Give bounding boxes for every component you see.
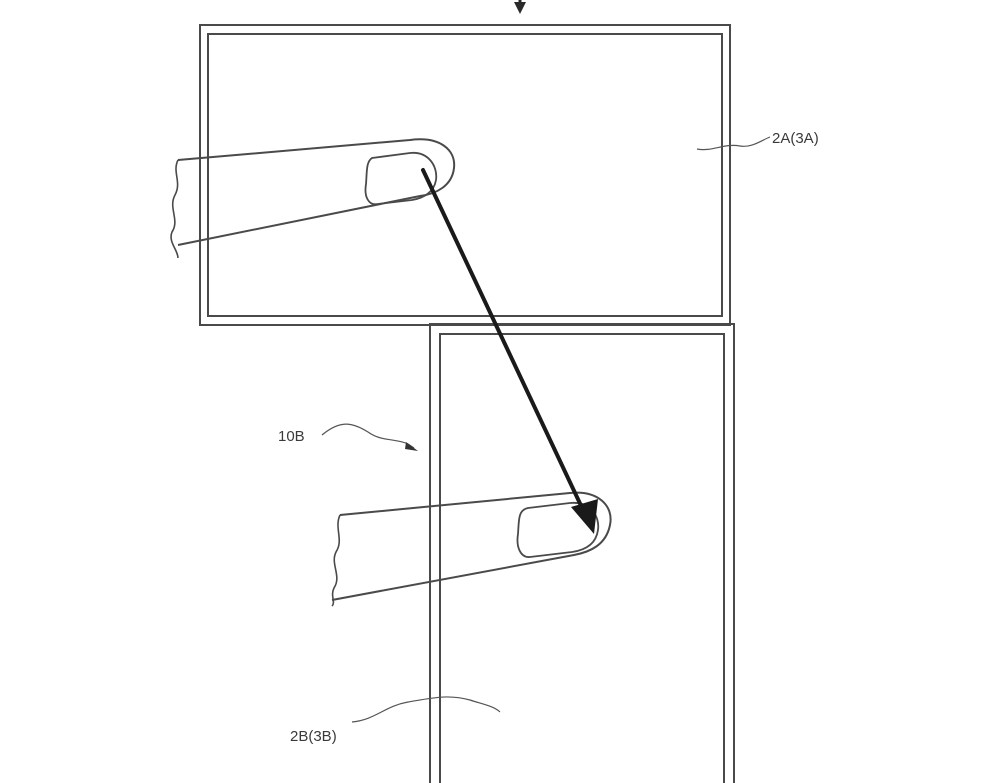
device-leader-line	[322, 424, 414, 448]
upper-finger-icon	[171, 139, 454, 258]
device-leader-arrowhead	[405, 442, 418, 451]
upper-display-panel	[200, 25, 730, 325]
drag-arrow-icon	[423, 170, 598, 534]
lower-panel-label: 2B(3B)	[290, 728, 337, 745]
upper-panel-label: 2A(3A)	[772, 130, 819, 147]
lower-finger-icon	[332, 493, 611, 606]
incoming-arrow-tip	[514, 0, 526, 14]
upper-panel-leader-line	[697, 137, 770, 150]
device-label: 10B	[278, 428, 305, 445]
lower-panel-leader-line	[352, 697, 500, 722]
